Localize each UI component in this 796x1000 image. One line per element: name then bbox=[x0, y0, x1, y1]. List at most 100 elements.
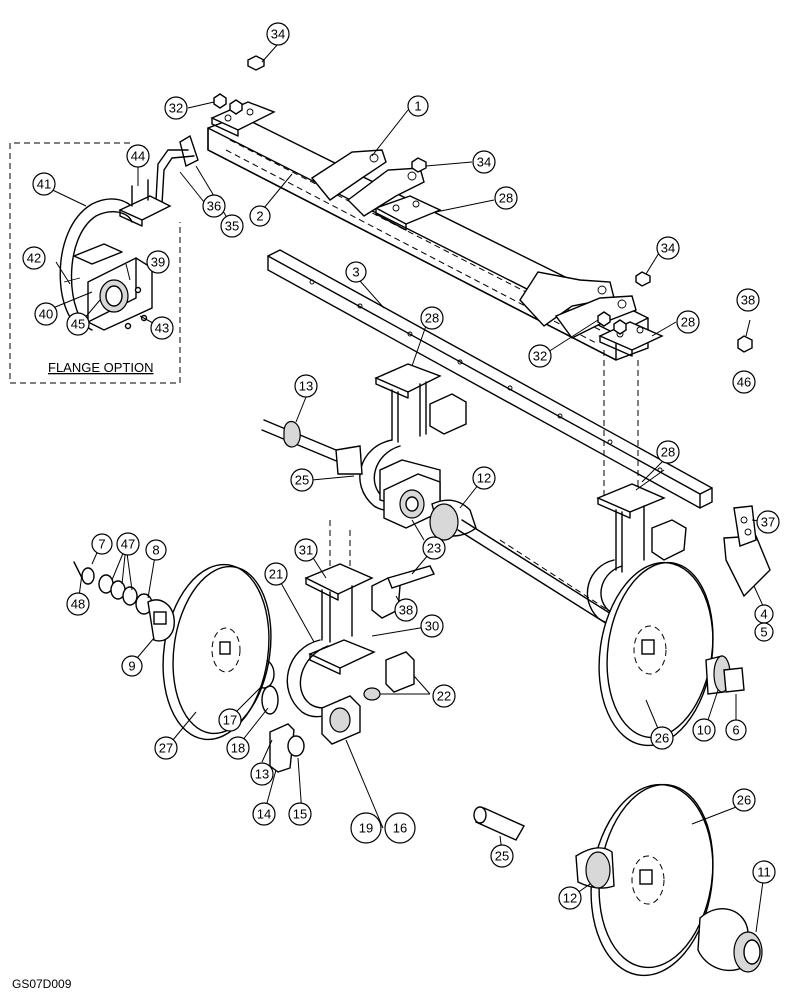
callout-39: 39 bbox=[146, 250, 170, 274]
svg-text:35: 35 bbox=[225, 219, 239, 234]
svg-text:38: 38 bbox=[399, 603, 413, 618]
svg-text:38: 38 bbox=[741, 293, 755, 308]
callout-5: 5 bbox=[754, 622, 774, 642]
hitch-bracket-right bbox=[519, 271, 637, 339]
hitch-bracket-left bbox=[310, 149, 425, 217]
callout-14: 14 bbox=[252, 802, 276, 826]
callout-22: 22 bbox=[432, 684, 456, 708]
tube-mount-plate-mid bbox=[374, 195, 442, 231]
spacer-tube-25 bbox=[473, 806, 525, 841]
svg-text:28: 28 bbox=[661, 445, 675, 460]
spool-12 bbox=[429, 499, 477, 541]
svg-text:32: 32 bbox=[533, 349, 547, 364]
svg-text:32: 32 bbox=[169, 101, 183, 116]
callout-28-top: 28 bbox=[494, 186, 518, 210]
flange-strap-41 bbox=[59, 179, 172, 331]
hub-22 bbox=[363, 651, 415, 701]
upper-bearing-housing bbox=[383, 473, 441, 529]
callout-34-right: 34 bbox=[656, 236, 680, 260]
flange-nut bbox=[134, 286, 142, 294]
callout-13-upper: 13 bbox=[294, 374, 318, 398]
callout-36: 36 bbox=[202, 194, 226, 218]
callout-32-top: 32 bbox=[164, 96, 188, 120]
callout-35: 35 bbox=[220, 214, 244, 238]
nut-32-top bbox=[213, 93, 243, 115]
svg-text:44: 44 bbox=[131, 149, 145, 164]
bolt-bracket-14 bbox=[269, 723, 305, 773]
callout-3: 3 bbox=[345, 261, 367, 283]
callout-16: 16 bbox=[384, 812, 416, 844]
scraper-blade bbox=[723, 505, 771, 598]
callout-40: 40 bbox=[34, 302, 58, 326]
callout-43: 43 bbox=[150, 316, 174, 340]
svg-text:31: 31 bbox=[299, 543, 313, 558]
callout-42: 42 bbox=[22, 246, 46, 270]
lower-clamp-plate bbox=[308, 639, 376, 675]
svg-text:48: 48 bbox=[71, 597, 85, 612]
callout-25-lower: 25 bbox=[490, 844, 514, 868]
callout-23: 23 bbox=[422, 536, 446, 560]
callout-13-lower: 13 bbox=[250, 762, 274, 786]
callout-47: 47 bbox=[116, 532, 140, 556]
svg-text:37: 37 bbox=[761, 515, 775, 530]
lower-mount-plate bbox=[304, 563, 374, 643]
svg-text:25: 25 bbox=[495, 849, 509, 864]
callout-34-top: 34 bbox=[266, 22, 290, 46]
callout-8: 8 bbox=[145, 539, 167, 561]
disc-blade-left bbox=[162, 563, 272, 741]
svg-text:5: 5 bbox=[760, 625, 767, 640]
callout-31: 31 bbox=[294, 538, 318, 562]
svg-text:19: 19 bbox=[359, 821, 373, 836]
callout-38-top: 38 bbox=[736, 288, 760, 312]
callout-27: 27 bbox=[154, 736, 178, 760]
spacer-spool-right bbox=[705, 655, 745, 695]
bearing-assembly-19 bbox=[321, 695, 361, 745]
callout-34-mid: 34 bbox=[472, 150, 496, 174]
callout-38-lower: 38 bbox=[394, 598, 418, 622]
svg-text:15: 15 bbox=[293, 807, 307, 822]
disc-blade-right bbox=[598, 561, 714, 747]
upper-mount-plate bbox=[374, 363, 442, 443]
svg-text:26: 26 bbox=[737, 793, 751, 808]
svg-text:28: 28 bbox=[681, 315, 695, 330]
svg-text:13: 13 bbox=[299, 379, 313, 394]
svg-text:10: 10 bbox=[697, 723, 711, 738]
callout-17: 17 bbox=[218, 708, 242, 732]
flange-option-label: FLANGE OPTION bbox=[48, 360, 153, 375]
flange-nut bbox=[124, 322, 132, 330]
disc-blade-bottom bbox=[590, 783, 714, 977]
svg-text:41: 41 bbox=[37, 177, 51, 192]
upper-axle-shaft bbox=[261, 419, 363, 475]
callout-26-right: 26 bbox=[650, 726, 674, 750]
callout-48: 48 bbox=[66, 592, 90, 616]
callout-28-right: 28 bbox=[676, 310, 700, 334]
flange-bearing-block bbox=[63, 243, 153, 331]
svg-text:46: 46 bbox=[737, 375, 751, 390]
svg-text:42: 42 bbox=[27, 251, 41, 266]
svg-text:27: 27 bbox=[159, 741, 173, 756]
callout-21: 21 bbox=[264, 562, 288, 586]
callout-32-bottom: 32 bbox=[528, 344, 552, 368]
svg-text:17: 17 bbox=[223, 713, 237, 728]
svg-text:39: 39 bbox=[151, 255, 165, 270]
svg-text:12: 12 bbox=[477, 471, 491, 486]
callout-45: 45 bbox=[66, 312, 90, 336]
svg-text:4: 4 bbox=[760, 607, 767, 622]
svg-text:3: 3 bbox=[352, 265, 359, 280]
callout-28-lower: 28 bbox=[656, 440, 680, 464]
spool-11-bottom bbox=[697, 908, 763, 973]
svg-text:34: 34 bbox=[661, 241, 675, 256]
spool-13-lower bbox=[261, 685, 279, 715]
nut-34-right bbox=[635, 271, 651, 287]
svg-text:7: 7 bbox=[98, 537, 105, 552]
callout-12-bottom: 12 bbox=[558, 886, 582, 910]
svg-text:22: 22 bbox=[437, 689, 451, 704]
svg-text:26: 26 bbox=[655, 731, 669, 746]
callout-25-upper: 25 bbox=[290, 468, 314, 492]
svg-text:23: 23 bbox=[427, 541, 441, 556]
svg-text:45: 45 bbox=[71, 317, 85, 332]
svg-text:12: 12 bbox=[563, 891, 577, 906]
svg-text:2: 2 bbox=[256, 209, 263, 224]
callout-44: 44 bbox=[126, 144, 150, 168]
washer-stack-47 bbox=[73, 561, 153, 615]
